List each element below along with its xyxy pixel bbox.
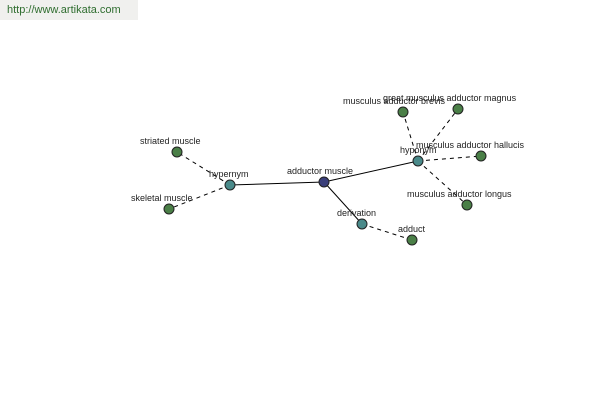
label-musculus-adductor-hallucis[interactable]: musculus adductor hallucis	[416, 140, 525, 150]
node-musculus-adductor-brevis[interactable]	[397, 106, 409, 118]
node-musculus-adductor-longus[interactable]	[461, 199, 473, 211]
label-musculus-adductor-brevis[interactable]: musculus adductor brevis	[343, 96, 446, 106]
edge-hyponym-to-musculus-adductor-hallucis	[417, 155, 482, 162]
graph-edges	[168, 108, 482, 241]
edge-adductor-muscle-to-hypernym	[229, 181, 325, 186]
node-adduct[interactable]	[406, 234, 418, 246]
source-url-bar: http://www.artikata.com	[0, 0, 138, 20]
graph-nodes	[163, 103, 487, 246]
label-skeletal-muscle[interactable]: skeletal muscle	[131, 193, 193, 203]
node-derivation[interactable]	[356, 218, 368, 230]
node-hyponym[interactable]	[412, 155, 424, 167]
edge-hypernym-to-skeletal-muscle	[168, 184, 231, 210]
edge-hypernym-to-striated-muscle	[176, 151, 231, 186]
label-striated-muscle[interactable]: striated muscle	[140, 136, 201, 146]
node-skeletal-muscle[interactable]	[163, 203, 175, 215]
graph-labels: adductor muscle hypernym hyponym derivation…	[131, 93, 525, 234]
edge-hyponym-to-musculus-adductor-longus	[417, 160, 468, 206]
label-adduct[interactable]: adduct	[398, 224, 426, 234]
label-musculus-adductor-longus[interactable]: musculus adductor longus	[407, 189, 512, 199]
edge-hyponym-to-great-musculus-adductor-magnus	[417, 108, 459, 162]
node-hypernym[interactable]	[224, 179, 236, 191]
edge-adductor-muscle-to-hyponym	[323, 160, 419, 183]
node-adductor-muscle[interactable]	[318, 176, 330, 188]
edge-adductor-muscle-to-derivation	[323, 181, 363, 225]
label-hypernym[interactable]: hypernym	[209, 169, 249, 179]
label-great-musculus-adductor-magnus[interactable]: great musculus adductor magnus	[383, 93, 517, 103]
edge-hyponym-to-musculus-adductor-brevis	[402, 111, 419, 162]
node-striated-muscle[interactable]	[171, 146, 183, 158]
label-hyponym[interactable]: hyponym	[400, 145, 437, 155]
edge-derivation-to-adduct	[361, 223, 413, 241]
node-great-musculus-adductor-magnus[interactable]	[452, 103, 464, 115]
node-musculus-adductor-hallucis[interactable]	[475, 150, 487, 162]
source-url-link[interactable]: http://www.artikata.com	[7, 4, 121, 16]
label-derivation[interactable]: derivation	[337, 208, 376, 218]
label-adductor-muscle[interactable]: adductor muscle	[287, 166, 353, 176]
